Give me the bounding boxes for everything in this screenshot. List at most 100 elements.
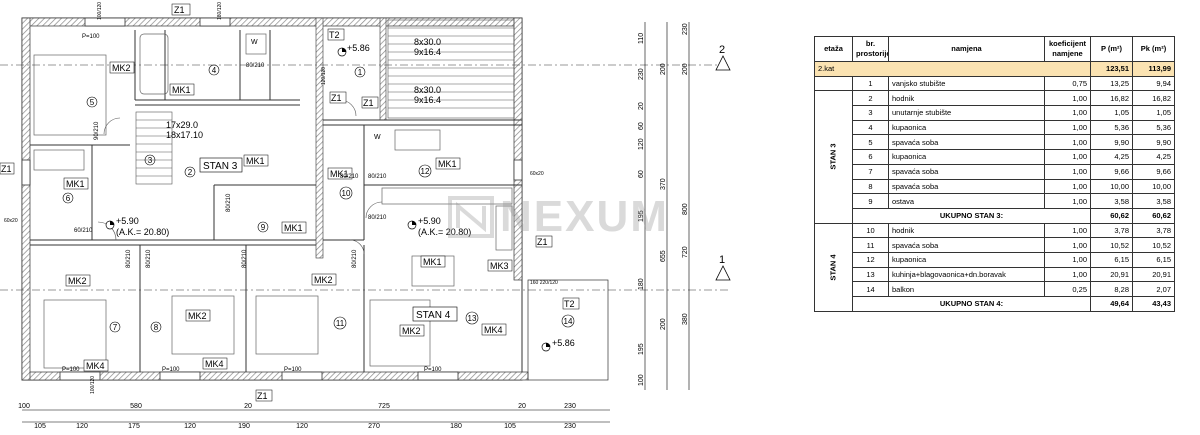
svg-text:105: 105 [34,423,46,430]
bed-room-11 [255,295,319,355]
svg-text:(A.K.= 20.80): (A.K.= 20.80) [418,227,471,237]
outer-walls [21,17,529,381]
watermark-text: NEXUM [500,192,669,241]
room-number-14: 14 [561,314,575,328]
svg-text:P=100: P=100 [82,34,100,40]
table-header-row: etaža br. prostorije namjena koeficijent… [814,36,1175,62]
svg-text:160 220/120: 160 220/120 [530,280,558,286]
svg-text:17x29.0: 17x29.0 [166,120,198,130]
room-numbers: 1 2 3 4 5 6 7 8 9 10 11 12 13 14 [62,64,575,333]
tag-mk1: MK1 [435,157,461,170]
stan-4-group: STAN 4 [814,222,853,312]
tag-z1: Z1 [255,389,273,402]
svg-text:655: 655 [660,250,667,262]
level-marker: +5.90(A.K.= 20.80) [105,216,169,237]
table-row: 11 spavaća soba 1,00 10,52 10,52 [815,237,1175,253]
svg-text:+5.90: +5.90 [418,216,441,226]
table-row: 5 spavaća soba 1,00 9,90 9,90 [815,134,1175,151]
svg-text:230: 230 [638,68,645,80]
svg-text:270: 270 [368,423,380,430]
room-number-3: 3 [144,154,156,166]
svg-text:180: 180 [638,278,645,290]
svg-text:MK3: MK3 [490,261,509,271]
dimension-labels-right: 110 230 20 60 120 60 195 180 195 100 200… [638,23,689,386]
level-marker: +5.86 [541,338,575,352]
stair-flights [135,19,515,185]
table-row: 14 balkon 0,25 8,28 2,07 [815,281,1175,297]
svg-text:MK2: MK2 [402,326,421,336]
room-number-8: 8 [150,321,162,333]
washer [245,33,267,55]
svg-text:60x20: 60x20 [4,218,18,224]
svg-text:W: W [374,134,381,141]
tag-mk1: MK1 [281,221,307,234]
dimension-chain-bottom [22,409,610,423]
svg-text:230: 230 [564,423,576,430]
svg-text:8: 8 [154,323,159,332]
tag-mk1: MK1 [169,83,195,96]
tag-z1: Z1 [361,96,379,109]
header-pk: Pk (m²) [1132,36,1175,62]
table-row: STAN 3 2 hodnik 1,00 16,82 16,82 [814,90,1175,224]
floor-p: 123,51 [1090,61,1133,77]
table-row: 4 kupaonica 1,00 5,36 5,36 [815,119,1175,136]
header-br-prostorije: br. prostorije [852,36,889,62]
svg-text:Z1: Z1 [257,391,268,401]
tag-mk4: MK4 [481,323,507,336]
tag-z1: Z1 [535,235,553,248]
svg-text:Z1: Z1 [331,93,342,103]
tag-mk1: MK1 [63,177,89,190]
svg-text:180/120: 180/120 [217,2,223,20]
bed-room-8 [171,295,235,355]
svg-text:80/210: 80/210 [242,249,248,268]
svg-text:MK4: MK4 [205,359,224,369]
tag-t2: T2 [562,297,580,310]
room-number-13: 13 [465,311,479,325]
stove [495,205,513,251]
svg-text:MK1: MK1 [423,257,442,267]
door-size-labels: 80/210 60/210 80/210 80/210 80/210 90/21… [74,63,387,268]
svg-text:11: 11 [336,319,345,328]
svg-text:110: 110 [638,33,645,44]
svg-text:60: 60 [638,122,645,130]
svg-text:P=100: P=100 [284,367,302,373]
total-row-stan-3: UKUPNO STAN 3: 60,62 60,62 [815,207,1175,224]
header-etaza: etaža [814,36,853,62]
tag-mk2: MK2 [185,309,211,322]
furniture [33,33,609,381]
apartment-labels: STAN 3 STAN 4 [199,157,458,322]
svg-text:800: 800 [682,203,689,215]
dimension-labels-bottom: 100 580 20 725 20 230 105 120 175 120 19… [18,403,576,430]
level-marker: +5.86 [337,43,370,57]
svg-text:MK2: MK2 [314,275,333,285]
sink-unit [394,129,441,151]
svg-text:MK1: MK1 [438,159,457,169]
bathtub [139,33,169,95]
svg-text:2: 2 [188,168,193,177]
tag-mk1: MK1 [327,167,353,180]
tag-z1: Z1 [171,3,191,16]
floor-row: 2.kat 123,51 113,99 [814,61,1175,77]
svg-text:195: 195 [638,210,645,222]
table-row: STAN 4 10 hodnik 1,00 3,78 3,78 [814,222,1175,312]
total-row-stan-4: UKUPNO STAN 4: 49,64 43,43 [815,296,1175,312]
svg-text:100: 100 [18,403,30,410]
tag-mk2: MK2 [399,324,425,337]
svg-text:200: 200 [660,318,667,330]
svg-text:370: 370 [660,178,667,190]
floor-pk: 113,99 [1132,61,1175,77]
svg-text:230: 230 [682,23,689,35]
svg-text:MK1: MK1 [284,223,303,233]
shower [33,149,85,171]
room-number-5: 5 [86,96,98,108]
svg-text:7: 7 [113,323,118,332]
table-row: 6 kupaonica 1,00 4,25 4,25 [815,149,1175,165]
svg-text:9x16.4: 9x16.4 [414,47,441,57]
tag-t2: T2 [327,28,345,41]
svg-text:MK4: MK4 [86,361,105,371]
svg-text:80/210: 80/210 [246,63,265,69]
svg-text:190: 190 [238,423,250,430]
room-number-6: 6 [62,192,74,204]
svg-text:120: 120 [184,423,196,430]
room-number-11: 11 [333,316,347,330]
